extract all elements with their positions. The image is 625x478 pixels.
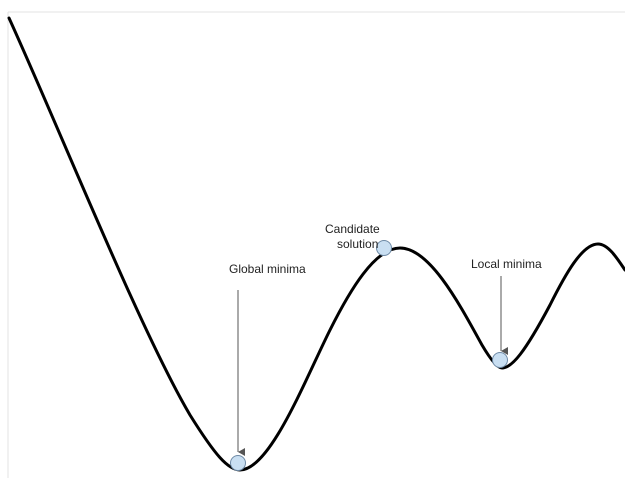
loss-curve [7, 16, 625, 472]
global-minima-label: Global minima [229, 262, 306, 276]
candidate-solution-label-line1: Candidate [325, 222, 380, 236]
local-minimum-ball [492, 352, 508, 368]
global-minimum-ball [230, 455, 246, 471]
candidate-solution-ball [376, 240, 392, 256]
candidate-solution-label-line2: solution [337, 237, 378, 251]
local-minima-label: Local minima [471, 257, 542, 271]
